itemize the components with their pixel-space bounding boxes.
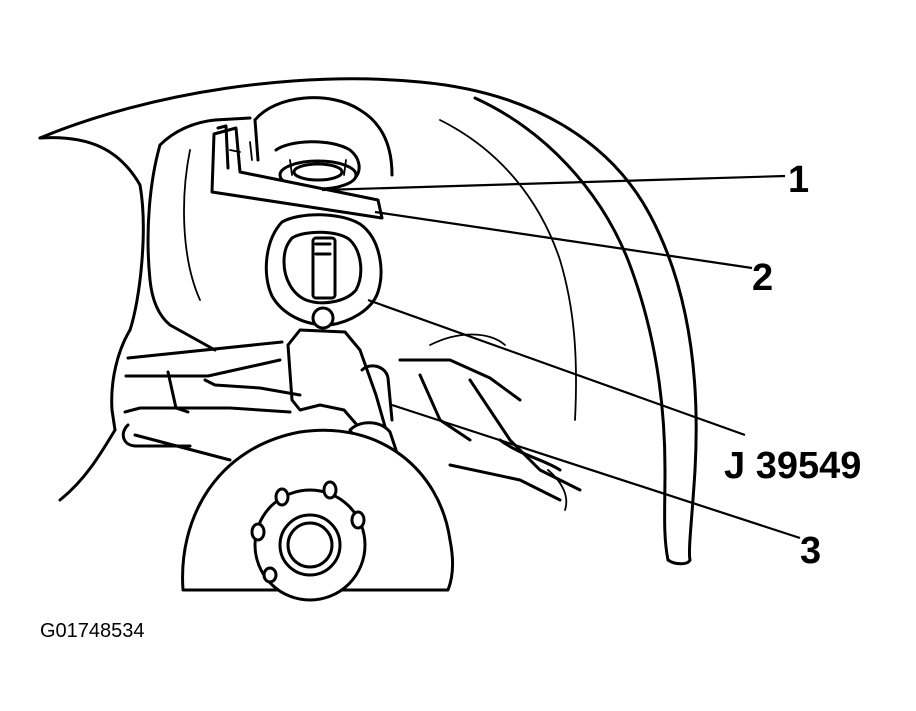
callout-1-label: 1 bbox=[788, 159, 809, 201]
tool-body bbox=[264, 213, 383, 356]
callout-2-label: 2 bbox=[752, 257, 773, 299]
brake-rotor bbox=[181, 428, 455, 602]
strut-tower bbox=[253, 96, 394, 191]
figure-id: G01748534 bbox=[40, 620, 145, 642]
tool-upper-bar bbox=[210, 124, 384, 220]
tool-number-label: J 39549 bbox=[724, 445, 861, 487]
callout-3-label: 3 bbox=[800, 530, 821, 572]
chassis-linkage bbox=[121, 333, 582, 511]
leader-lines bbox=[321, 174, 801, 540]
inner-fender-liner bbox=[38, 116, 252, 502]
fender-arch bbox=[38, 77, 698, 566]
